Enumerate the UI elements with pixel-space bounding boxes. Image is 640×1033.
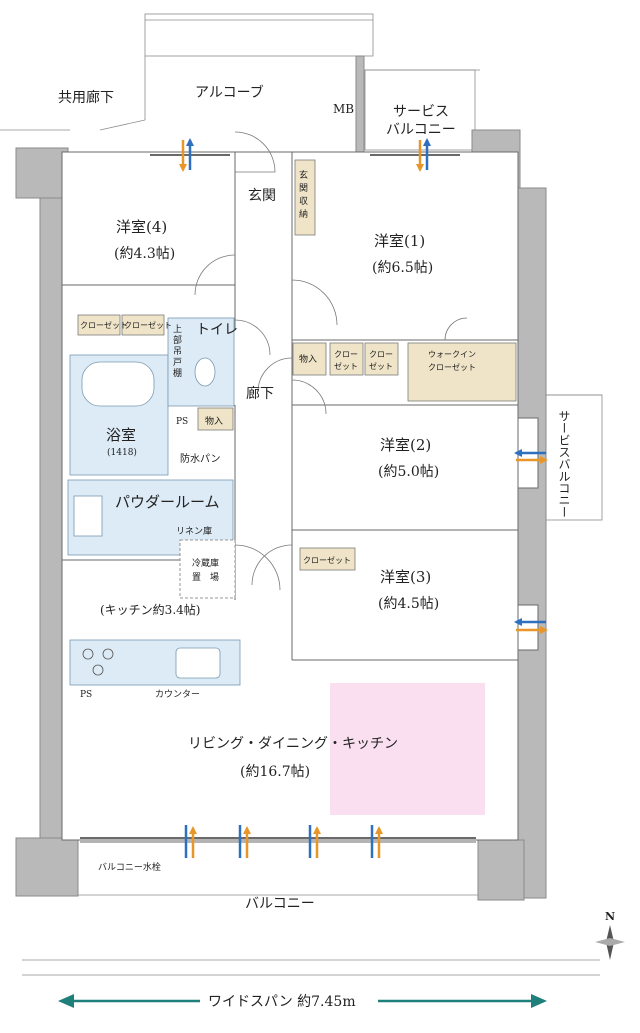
ldk-size: (約16.7帖): [240, 764, 310, 780]
bathtub-icon: [81, 361, 155, 407]
ps-label-2: PS: [80, 690, 92, 700]
airflow-top: [150, 138, 460, 172]
alcove-label: アルコーブ: [195, 84, 264, 101]
service-balcony-side-label: サービスバルコニー: [557, 410, 571, 518]
upper-cabinet-2: 部: [173, 334, 182, 346]
washbasin-icon: [73, 495, 103, 537]
closet-split-b2: ゼット: [369, 361, 393, 371]
balcony-faucet-label: バルコニー水栓: [98, 861, 161, 873]
waterproof-pan-label: 防水パン: [180, 452, 221, 465]
wet-areas: [67, 317, 241, 686]
balcony-label: バルコニー: [245, 896, 315, 912]
mb-label: MB: [333, 102, 354, 116]
sink-icon: [175, 647, 221, 679]
storage-label-a: 物入: [299, 353, 317, 365]
room2-name: 洋室(2): [380, 436, 431, 454]
kitchen-label: (キッチン約3.4帖): [100, 602, 200, 617]
closet-split-b1: クロー: [369, 350, 393, 359]
service-balcony-top-label-2: バルコニー: [386, 122, 456, 138]
north-label: N: [605, 910, 615, 923]
hallway-label: 廊下: [246, 385, 274, 402]
closet-label-3: クローゼット: [303, 555, 351, 565]
stove-icon: [82, 648, 114, 676]
ldk-highlight: [330, 683, 485, 815]
common-corridor-label: 共用廊下: [58, 89, 114, 106]
wide-span-indicator: ワイドスパン 約7.45m: [58, 991, 547, 1011]
arrow-left-icon: [58, 994, 74, 1008]
storage-label-b: 物入: [205, 415, 223, 427]
bath-size: (1418): [107, 447, 137, 458]
fridge-label-2: 置 場: [192, 571, 219, 583]
room3-size: (約4.5帖): [378, 596, 439, 612]
upper-cabinet-5: 棚: [173, 367, 182, 379]
door-swings: [194, 131, 468, 591]
labels: 共用廊下 アルコーブ MB サービス バルコニー 玄関 玄 関 収 納 洋室(4…: [58, 84, 571, 912]
entrance-storage-label-4: 納: [299, 208, 308, 220]
closet-split-a1: クロー: [334, 350, 358, 359]
room2-size: (約5.0帖): [378, 464, 439, 480]
closet-label-1: クローゼット: [80, 320, 128, 330]
entrance-label: 玄関: [248, 187, 276, 204]
structural-walls: [15, 55, 547, 901]
context-lines: [0, 13, 603, 976]
room3-name: 洋室(3): [380, 568, 431, 586]
wide-span-label: ワイドスパン 約7.45m: [208, 994, 356, 1010]
walkin-closet-label-2: クローゼット: [428, 362, 476, 372]
service-balcony-top-label: サービス: [393, 104, 449, 120]
entrance-storage-label-1: 玄: [299, 169, 308, 181]
toilet-icon: [194, 357, 216, 387]
ldk-name: リビング・ダイニング・キッチン: [188, 736, 398, 752]
partitions: [62, 152, 518, 661]
walkin-closet-label-1: ウォークイン: [428, 350, 476, 359]
storage-areas: [77, 159, 517, 599]
arrow-right-icon: [531, 994, 547, 1008]
room4-size: (約4.3帖): [114, 246, 175, 262]
upper-cabinet-1: 上: [173, 324, 182, 335]
upper-cabinet-4: 戸: [173, 357, 182, 368]
room1-size: (約6.5帖): [372, 260, 433, 276]
toilet-label: トイレ: [196, 322, 238, 338]
closet-label-2: クローゼット: [124, 320, 172, 330]
airflow-right: [514, 417, 548, 651]
bath-label: 浴室: [106, 426, 136, 444]
powder-room-label: パウダールーム: [115, 493, 220, 511]
upper-cabinet-3: 吊: [173, 346, 182, 357]
room1-name: 洋室(1): [374, 232, 425, 250]
room4-name: 洋室(4): [116, 218, 167, 236]
closet-split-a2: ゼット: [334, 361, 358, 371]
linen-label: リネン庫: [176, 525, 212, 537]
airflow-bottom: [80, 825, 476, 858]
fridge-label-1: 冷蔵庫: [192, 557, 219, 569]
entrance-storage-label-2: 関: [299, 183, 308, 194]
counter-label: カウンター: [155, 689, 200, 700]
entrance-storage-label-3: 収: [299, 195, 308, 207]
ps-label-1: PS: [176, 417, 188, 427]
compass-icon: N: [595, 910, 625, 960]
